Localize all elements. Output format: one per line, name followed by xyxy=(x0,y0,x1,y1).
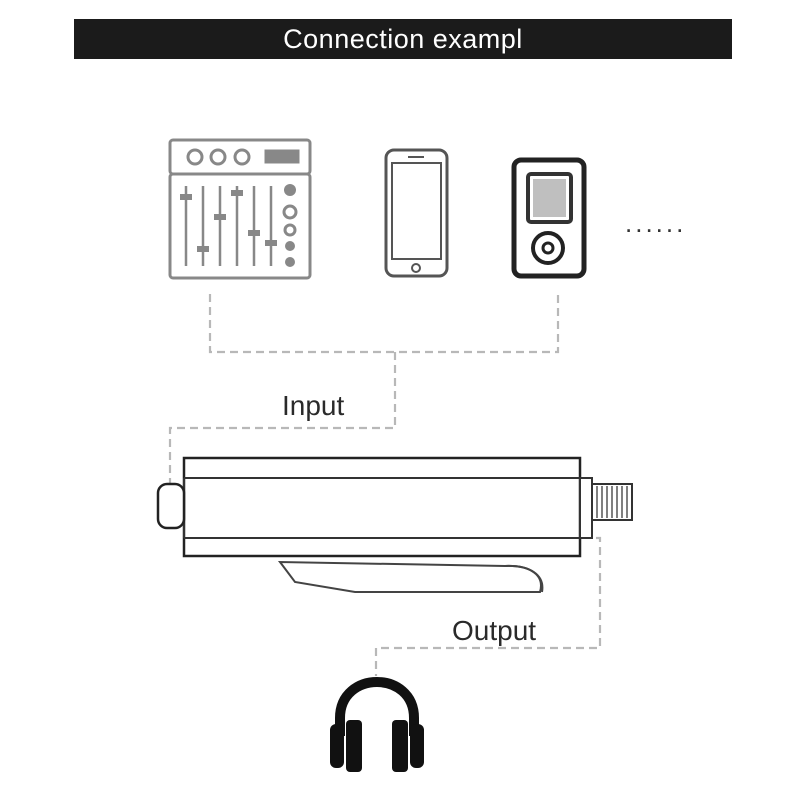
input-label: Input xyxy=(282,390,344,421)
mp3-player-icon xyxy=(511,157,587,279)
headphones-icon xyxy=(330,677,424,772)
smartphone-icon xyxy=(384,148,449,278)
more-devices-ellipsis: ...... xyxy=(625,208,686,238)
input-connection-line xyxy=(168,294,560,484)
output-label: Output xyxy=(452,615,536,646)
output-connection-line xyxy=(374,536,602,676)
diagram-title: Connection exampl xyxy=(74,19,732,59)
headphone-amplifier-icon xyxy=(156,456,633,593)
audio-mixer-icon xyxy=(168,138,312,280)
